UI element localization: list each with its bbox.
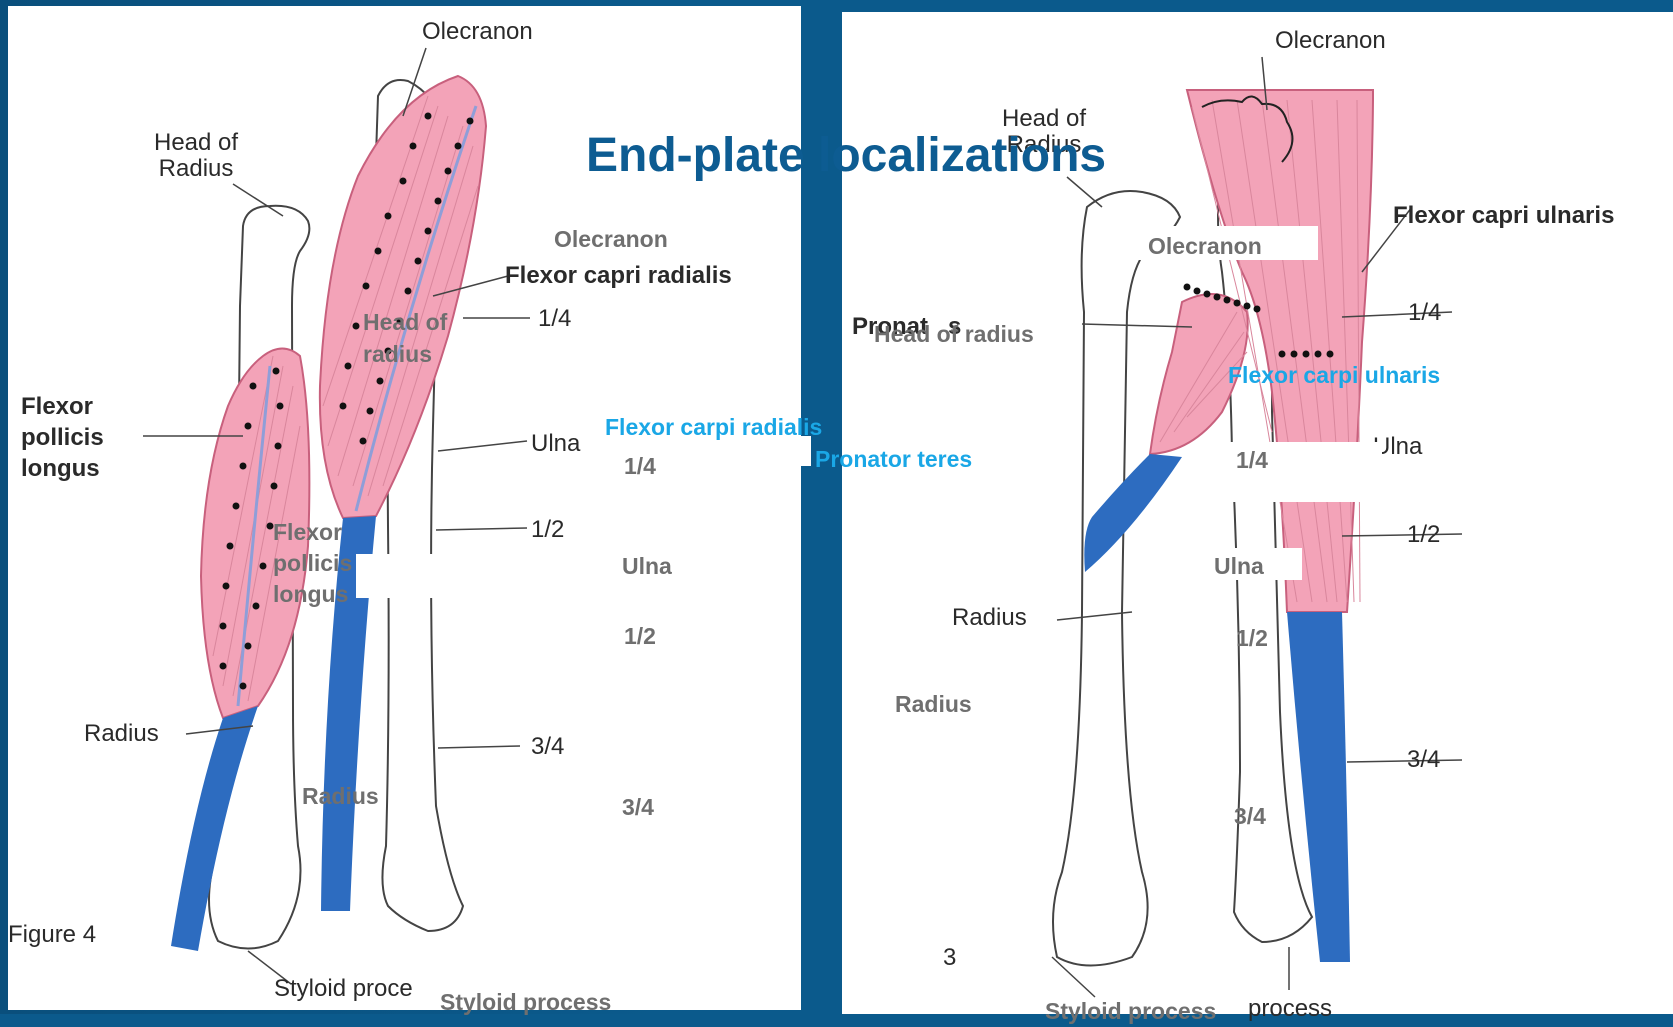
left-half-overlay: 1/2 (624, 620, 656, 652)
left-head-of-radius-overlay: Head of radius (363, 306, 447, 370)
right-olecranon-label: Olecranon (1275, 28, 1386, 54)
left-head-of-radius-label: Head of Radius (154, 130, 238, 183)
left-flexor-pollicis-label: Flexor pollicis longus (21, 391, 104, 485)
slide-title: End-plate localizations (586, 128, 1106, 183)
left-ulna-overlay: Ulna (622, 550, 672, 582)
left-half-label: 1/2 (531, 517, 564, 543)
left-styloid-process-overlay: Styloid process (440, 986, 611, 1018)
left-styloid-label: Styloid proce (274, 976, 413, 1002)
right-styloid-label: process (1248, 996, 1332, 1022)
right-three-quarter-label: 3/4 (1407, 747, 1440, 773)
right-half-label: 1/2 (1407, 522, 1440, 548)
right-styloid-process-overlay: Styloid process (1045, 995, 1216, 1027)
right-quarter-overlay: 1/4 (1236, 444, 1268, 476)
left-ulna-label: Ulna (531, 431, 580, 457)
left-quarter-label: 1/4 (538, 306, 571, 332)
left-three-quarter-overlay: 3/4 (622, 791, 654, 823)
left-flexor-capri-radialis-label: Flexor capri radialis (505, 263, 732, 289)
left-figure-number-label: Figure 4 (8, 922, 96, 948)
left-cover-box-ulna (356, 554, 456, 598)
right-figure-number-label: 3 (943, 945, 956, 971)
right-flexor-capri-ulnaris-label: Flexor capri ulnaris (1393, 203, 1614, 229)
right-radius-overlay: Radius (895, 688, 972, 720)
left-three-quarter-label: 3/4 (531, 734, 564, 760)
right-head-of-radius-overlay: Head of radius (874, 318, 1034, 350)
right-radius-label: Radius (952, 605, 1027, 631)
right-radius-bone (1053, 191, 1180, 966)
right-flexor-carpi-ulnaris-overlay: Flexor carpi ulnaris (1228, 359, 1440, 391)
right-olecranon-overlay: Olecranon (1148, 230, 1262, 262)
left-olecranon-overlay: Olecranon (554, 223, 668, 255)
left-flexor-pollicis-overlay: Flexor pollicis longus (273, 517, 352, 610)
left-radius-overlay: Radius (302, 780, 379, 812)
right-three-quarter-overlay: 3/4 (1234, 800, 1266, 832)
left-olecranon-label: Olecranon (422, 19, 533, 45)
right-half-overlay: 1/2 (1236, 622, 1268, 654)
left-flexor-carpi-radialis-overlay: Flexor carpi radialis (605, 411, 822, 443)
left-flexor-carpi-radialis-muscle (320, 76, 486, 518)
right-quarter-label: 1/4 (1408, 300, 1441, 326)
pronator-teres-overlay: Pronator teres (815, 443, 972, 475)
right-cover-box-quarter (1202, 442, 1382, 502)
right-ulna-overlay: Ulna (1214, 550, 1264, 582)
left-quarter-overlay: 1/4 (624, 450, 656, 482)
left-radius-label: Radius (84, 721, 159, 747)
